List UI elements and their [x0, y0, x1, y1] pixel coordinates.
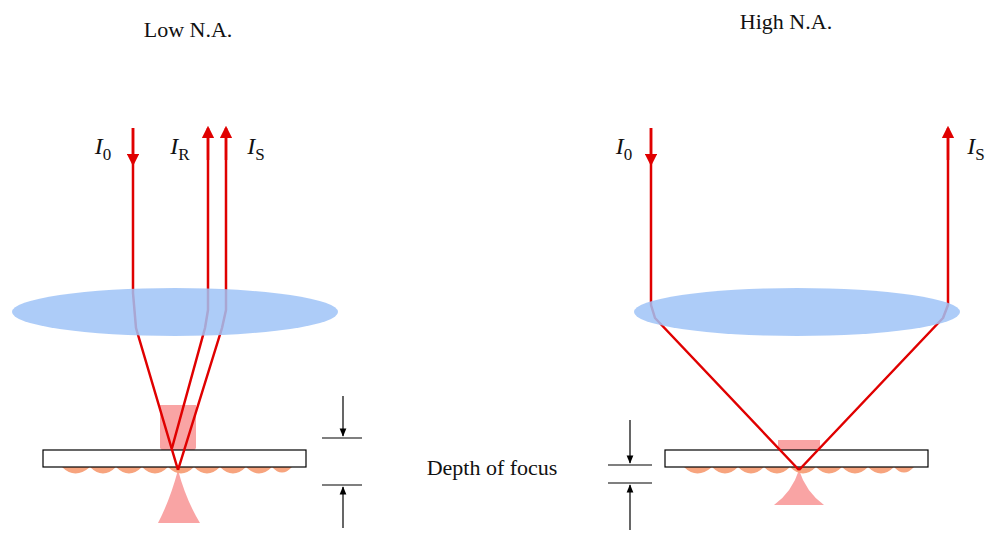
- objective-lens: [634, 288, 960, 336]
- signal-name: IS: [967, 134, 984, 163]
- signal-name: I0: [95, 134, 112, 163]
- focus-cone: [774, 470, 824, 505]
- panel-title: Low N.A.: [144, 19, 233, 41]
- signal-name: I0: [616, 134, 633, 163]
- depth-bracket: [322, 396, 652, 530]
- cover-slip: [665, 450, 928, 467]
- signal-name: IR: [170, 134, 189, 163]
- dimension-label: Depth of focus: [427, 457, 558, 479]
- objective-lens: [12, 288, 338, 336]
- focus-cone: [158, 470, 200, 523]
- panel-title: High N.A.: [740, 11, 832, 33]
- signal-name: IS: [247, 134, 264, 163]
